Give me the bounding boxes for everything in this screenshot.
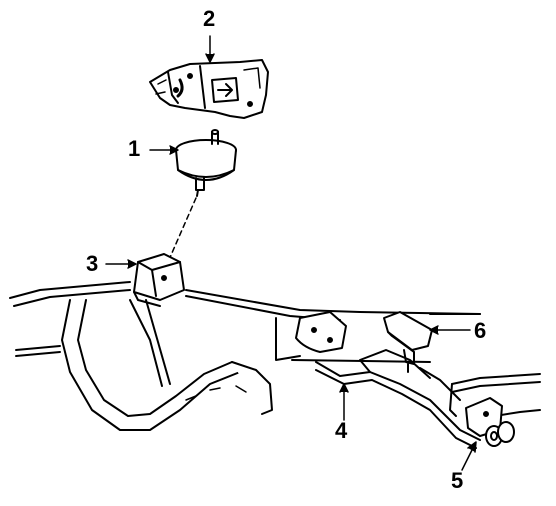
frame-side-drawing <box>61 299 273 431</box>
engine-mount-drawing <box>167 129 237 263</box>
callout-3: 3 <box>86 251 99 276</box>
crossmember-drawing <box>295 311 481 449</box>
transmission-mount-drawing <box>465 397 515 447</box>
callout-4: 4 <box>335 418 348 443</box>
leader-lines <box>105 35 477 471</box>
mount-bracket-drawing <box>149 59 269 119</box>
callout-1: 1 <box>128 136 141 161</box>
callout-6: 6 <box>474 318 487 343</box>
frame-bracket-drawing <box>133 253 185 307</box>
callout-2: 2 <box>203 6 216 31</box>
transmission-support-drawing <box>383 311 433 373</box>
callout-5: 5 <box>451 468 464 493</box>
